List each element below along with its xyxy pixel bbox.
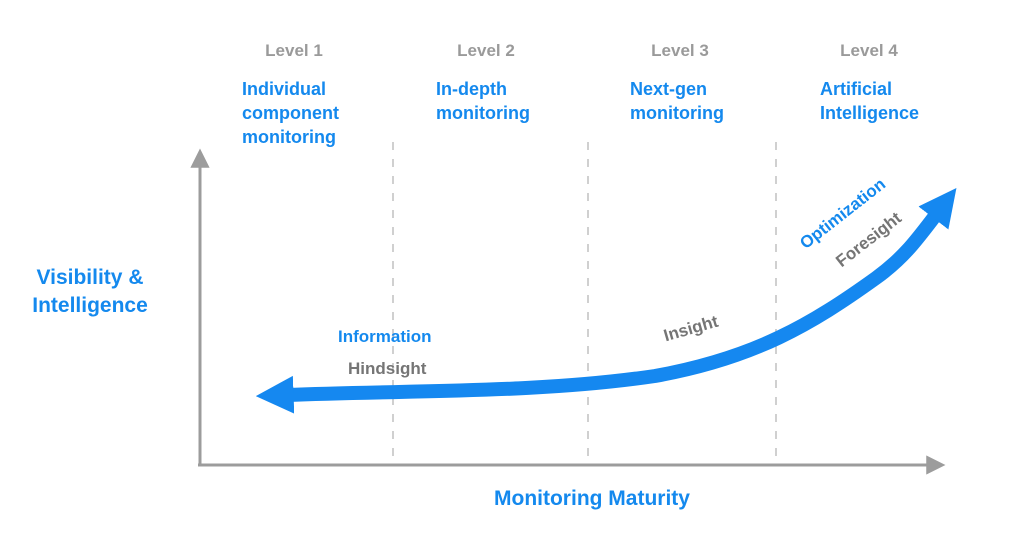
y-axis-title: Visibility & Intelligence bbox=[32, 266, 148, 317]
annotation-information: Information bbox=[338, 327, 432, 346]
level-2-description: In-depth monitoring bbox=[436, 79, 530, 123]
maturity-curve-arrow bbox=[255, 188, 957, 414]
level-3-description: Next-gen monitoring bbox=[630, 79, 724, 123]
level-4-label: Level 4 bbox=[840, 41, 898, 60]
level-1-label: Level 1 bbox=[265, 41, 323, 60]
level-3-label: Level 3 bbox=[651, 41, 709, 60]
level-1-description: Individual component monitoring bbox=[242, 79, 339, 147]
level-4-description: Artificial Intelligence bbox=[820, 79, 920, 123]
x-axis-title: Monitoring Maturity bbox=[494, 487, 690, 510]
annotation-hindsight: Hindsight bbox=[348, 359, 427, 378]
level-2-label: Level 2 bbox=[457, 41, 515, 60]
